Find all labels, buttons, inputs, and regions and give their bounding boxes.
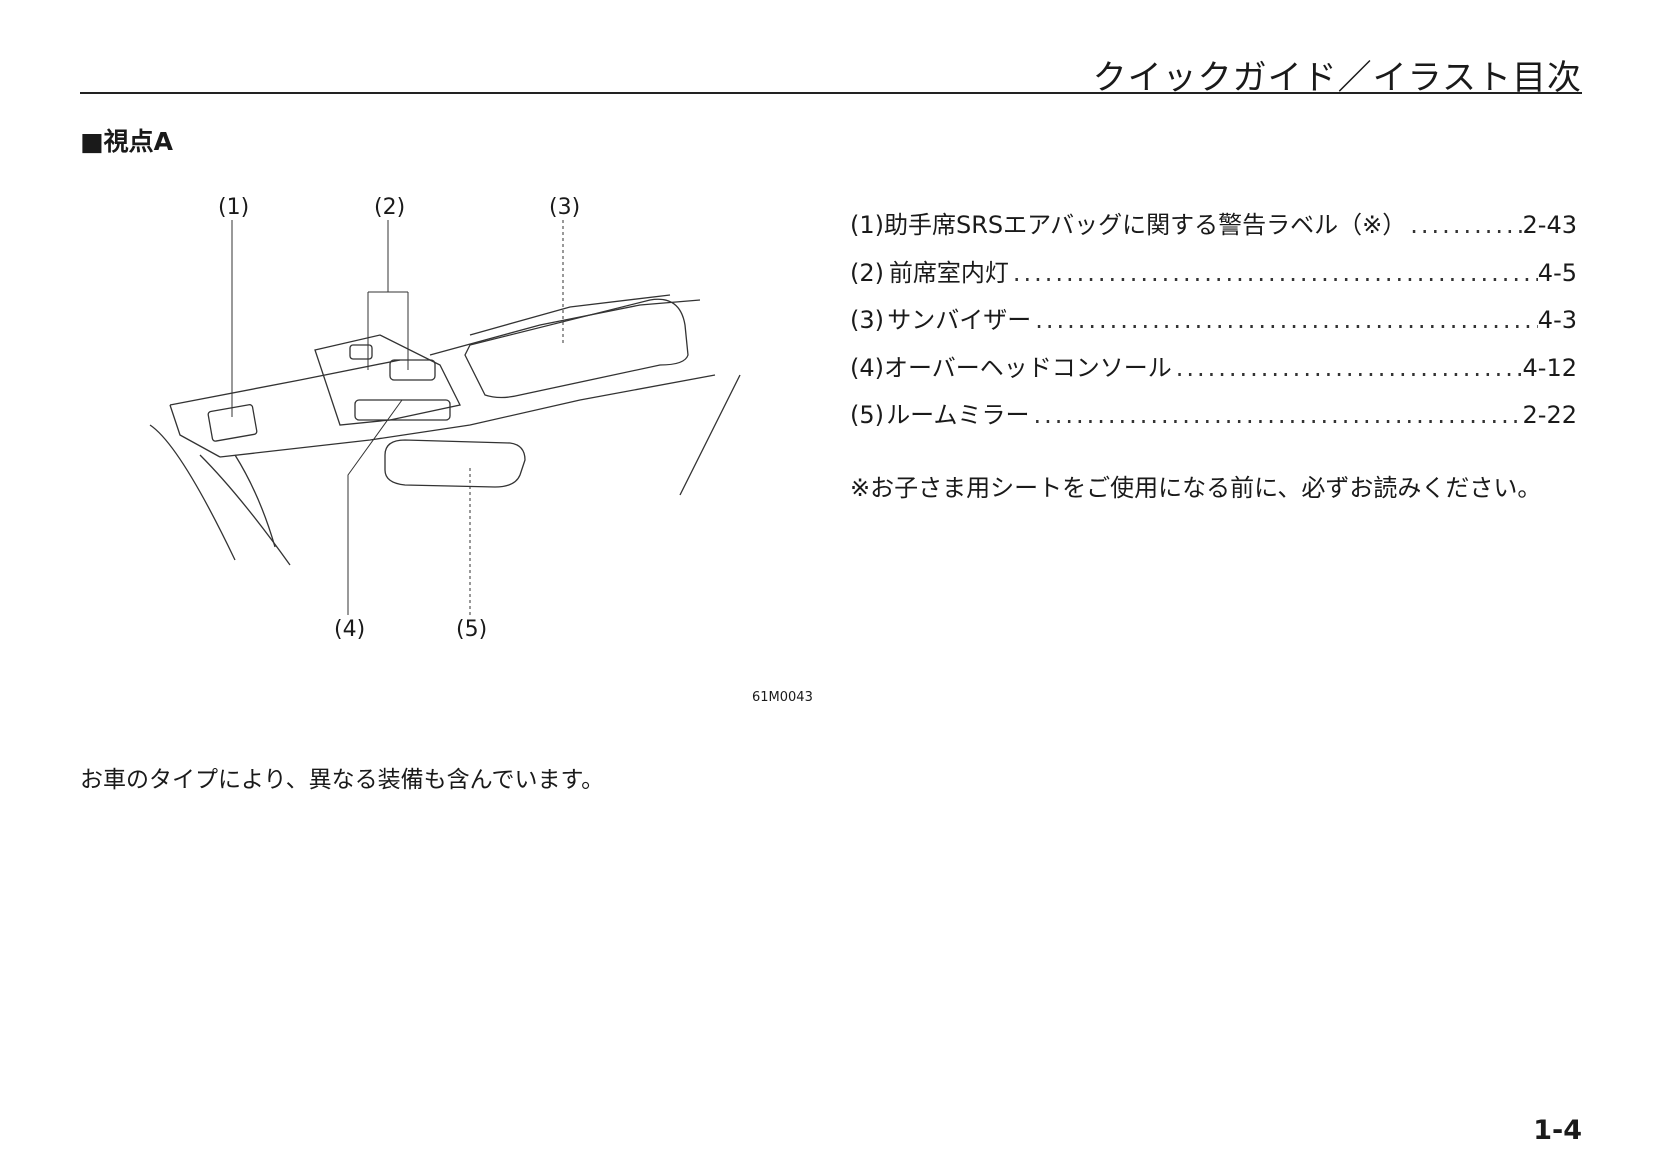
toc-number: (4) [850, 353, 884, 382]
pillar-line-2 [199, 454, 291, 566]
console-lens-2 [354, 399, 451, 421]
toc-dots: ........................................… [1035, 306, 1538, 334]
toc-row[interactable]: (2) 前席室内灯 ..............................… [850, 253, 1577, 301]
console-outline [314, 334, 461, 426]
page-number: 1-4 [1533, 1115, 1582, 1146]
pillar-line-3 [234, 454, 276, 548]
toc-row[interactable]: (5) ルームミラー .............................… [850, 395, 1577, 443]
figure-code: 61M0043 [752, 690, 813, 705]
header-rule [80, 92, 1582, 94]
callout-5: (5) [456, 617, 488, 642]
left-panel [169, 404, 221, 458]
toc-number: (1) [850, 211, 884, 239]
page-header-title: クイックガイド／イラスト目次 [1092, 58, 1582, 98]
roof-header-lower [219, 374, 716, 458]
toc-dots: ........................................… [1410, 211, 1522, 239]
toc-dots: ........................................… [1033, 401, 1523, 429]
toc-page: 4-3 [1537, 306, 1577, 334]
toc-note: ※お子さま用シートをご使用になる前に、必ずお読みください。 [850, 474, 1542, 502]
sun-visor [464, 298, 689, 399]
lamp-lens [389, 359, 436, 381]
roof-header [169, 359, 401, 406]
toc-label: 助手席SRSエアバッグに関する警告ラベル（※） [884, 211, 1407, 239]
illustration-overhead: (1) (2) (3) (4) (5) [140, 195, 820, 715]
toc-page: 2-22 [1522, 401, 1577, 429]
toc-label: ルームミラー [886, 401, 1030, 429]
callout-3: (3) [549, 195, 581, 220]
toc-list: (1) 助手席SRSエアバッグに関する警告ラベル（※） ............… [850, 205, 1577, 443]
roof-rear [679, 374, 741, 496]
room-mirror [384, 439, 526, 488]
callout-2: (2) [374, 195, 406, 220]
roof-edge [469, 294, 671, 336]
leader-4 [347, 399, 403, 615]
airbag-label [207, 404, 258, 442]
toc-page: 2-43 [1522, 211, 1577, 239]
toc-label: サンバイザー [887, 306, 1032, 334]
toc-label: 前席室内灯 [888, 258, 1009, 287]
toc-row[interactable]: (4) オーバーヘッドコンソール .......................… [850, 348, 1577, 396]
toc-row[interactable]: (3) サンバイザー .............................… [850, 300, 1577, 348]
toc-page: 4-5 [1537, 258, 1577, 287]
pillar-line [149, 424, 236, 561]
toc-dots: ........................................… [1012, 258, 1538, 287]
toc-number: (2) [850, 258, 884, 287]
console-button [349, 344, 373, 360]
callout-1: (1) [218, 195, 250, 220]
section-title: ■視点A [80, 127, 173, 156]
toc-number: (3) [850, 306, 884, 334]
toc-page: 4-12 [1522, 353, 1577, 382]
toc-dots: ........................................… [1175, 353, 1523, 382]
toc-number: (5) [850, 401, 884, 429]
callout-4: (4) [334, 617, 366, 642]
overhead-drawing [149, 220, 741, 615]
toc-label: オーバーヘッドコンソール [884, 353, 1172, 382]
footnote: お車のタイプにより、異なる装備も含んでいます。 [80, 767, 605, 793]
toc-row[interactable]: (1) 助手席SRSエアバッグに関する警告ラベル（※） ............… [850, 205, 1577, 253]
